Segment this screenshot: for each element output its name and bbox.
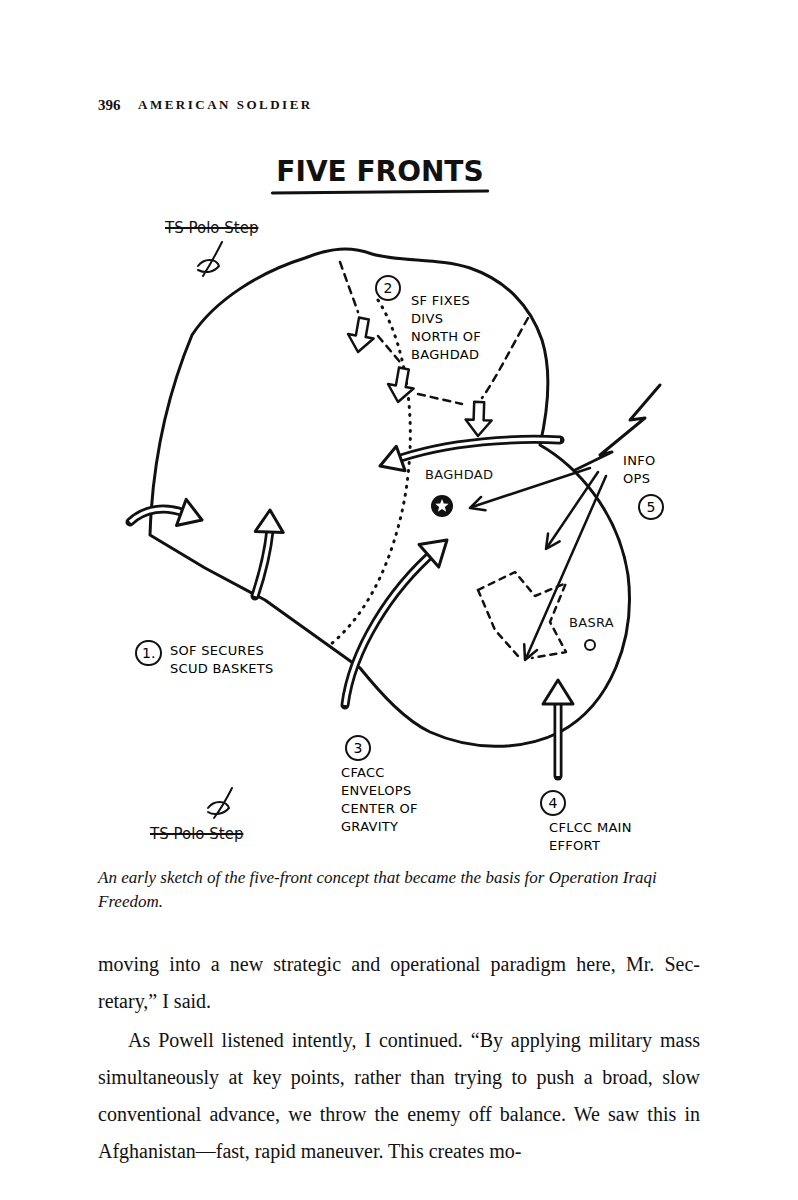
callout-number: 3 bbox=[345, 735, 371, 761]
arrow-head bbox=[380, 446, 405, 470]
arrow-head bbox=[543, 680, 573, 704]
sof-arrow bbox=[255, 530, 270, 596]
struck-marking: TS Polo Step bbox=[165, 218, 258, 238]
sketch-title: FIVE FRONTS bbox=[276, 155, 483, 189]
envelop-arrow bbox=[345, 550, 436, 705]
front-callout: INFO OPS 5 bbox=[622, 452, 674, 520]
hollow-arrow bbox=[466, 402, 492, 436]
sof-arrow-core bbox=[255, 530, 270, 596]
dashed-advance bbox=[378, 336, 400, 362]
callout-number: 4 bbox=[540, 790, 566, 816]
dashed-advance bbox=[340, 262, 358, 312]
hollow-arrow bbox=[348, 318, 374, 352]
running-head: AMERICAN SOLDIER bbox=[138, 96, 313, 114]
city-symbol bbox=[431, 495, 453, 517]
hollow-arrow bbox=[388, 368, 414, 402]
title-underline bbox=[272, 191, 487, 193]
callout-number: 5 bbox=[638, 494, 664, 520]
dashed-advance bbox=[418, 394, 462, 404]
arrow-head bbox=[524, 644, 537, 660]
front-label: CFACC ENVELOPS CENTER OF GRAVITY bbox=[340, 764, 434, 836]
map-sketch bbox=[130, 191, 660, 818]
front-label: CFLCC MAIN EFFORT bbox=[548, 819, 660, 855]
western-arrow bbox=[130, 509, 184, 522]
front-callout: 2 SF FIXES DIVS NORTH OF BAGHDAD bbox=[375, 275, 490, 364]
struck-marking: TS Polo Step bbox=[150, 824, 243, 844]
arrow-head bbox=[470, 497, 485, 510]
city-symbol bbox=[585, 640, 595, 650]
westward-arrow bbox=[392, 439, 560, 461]
callout-number: 2 bbox=[375, 275, 401, 301]
city-label: BASRA bbox=[568, 614, 615, 632]
envelop-arrow-core bbox=[345, 550, 436, 705]
initial-scribble bbox=[198, 242, 222, 276]
western-arrow-core bbox=[130, 509, 184, 522]
dashed-convergence bbox=[478, 572, 566, 658]
front-label: SOF SECURES SCUD BASKETS bbox=[169, 642, 295, 678]
page-number: 396 bbox=[98, 96, 121, 114]
figure-caption: An early sketch of the five-front concep… bbox=[98, 866, 700, 914]
front-label: INFO OPS bbox=[622, 452, 674, 488]
main-effort-arrow bbox=[554, 702, 563, 776]
front-label: SF FIXES DIVS NORTH OF BAGHDAD bbox=[410, 292, 490, 364]
city-star bbox=[435, 499, 448, 512]
callout-number: 1. bbox=[135, 640, 162, 666]
arrow-head bbox=[546, 533, 560, 549]
body-paragraph: As Powell listened intently, I continued… bbox=[98, 1022, 700, 1170]
main-effort-arrow-core bbox=[556, 702, 560, 776]
arrow-head bbox=[419, 540, 447, 567]
arrow-head bbox=[255, 510, 283, 533]
body-paragraph: moving into a new strategic and operatio… bbox=[98, 946, 700, 1020]
front-callout: 1. SOF SECURES SCUD BASKETS bbox=[135, 640, 295, 678]
initial-scribble bbox=[208, 788, 232, 818]
arrow-head bbox=[177, 499, 203, 525]
city-label: BAGHDAD bbox=[424, 466, 494, 484]
front-callout: 4CFLCC MAIN EFFORT bbox=[540, 790, 660, 855]
westward-arrow-core bbox=[392, 439, 560, 461]
front-callout: 3CFACC ENVELOPS CENTER OF GRAVITY bbox=[340, 735, 434, 836]
country-outline bbox=[150, 249, 629, 746]
dashed-convergence bbox=[478, 590, 518, 656]
